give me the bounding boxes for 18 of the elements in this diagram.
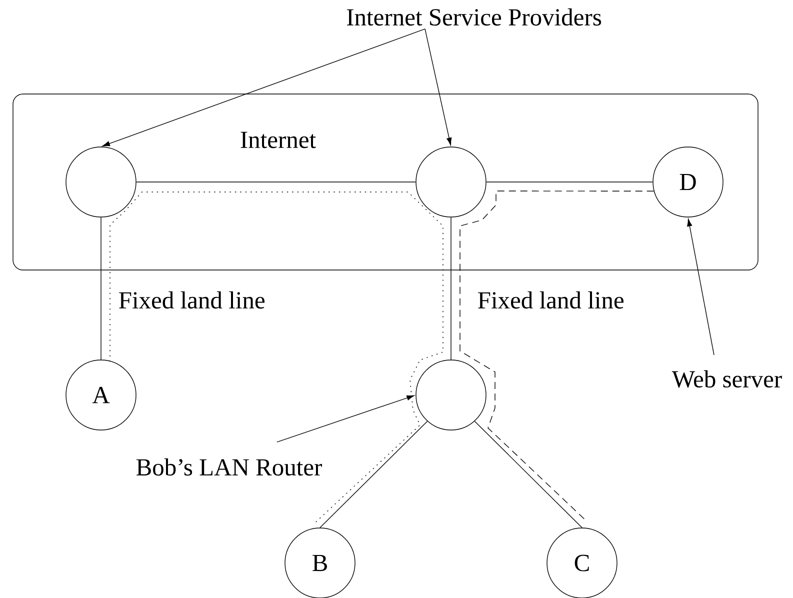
link-line bbox=[474, 420, 582, 528]
leader-arrow bbox=[276, 395, 414, 442]
leader-arrow bbox=[687, 218, 714, 356]
callout-text: Bob’s LAN Router bbox=[136, 458, 322, 476]
callout-text: Web server bbox=[672, 370, 782, 388]
route-line bbox=[110, 192, 444, 525]
link-line bbox=[100, 217, 102, 360]
leader-arrow bbox=[424, 28, 452, 146]
edge-label: Fixed land line bbox=[117, 290, 266, 310]
leader-arrow bbox=[102, 28, 426, 146]
node-circle bbox=[416, 360, 486, 430]
route-line bbox=[460, 190, 654, 520]
node-circle bbox=[66, 146, 136, 218]
callout-text: Internet Service Providers bbox=[346, 8, 602, 26]
node-circle bbox=[416, 146, 486, 218]
edge-label: Fixed land line bbox=[476, 290, 626, 310]
link-line bbox=[450, 217, 452, 360]
link-line bbox=[320, 420, 428, 528]
